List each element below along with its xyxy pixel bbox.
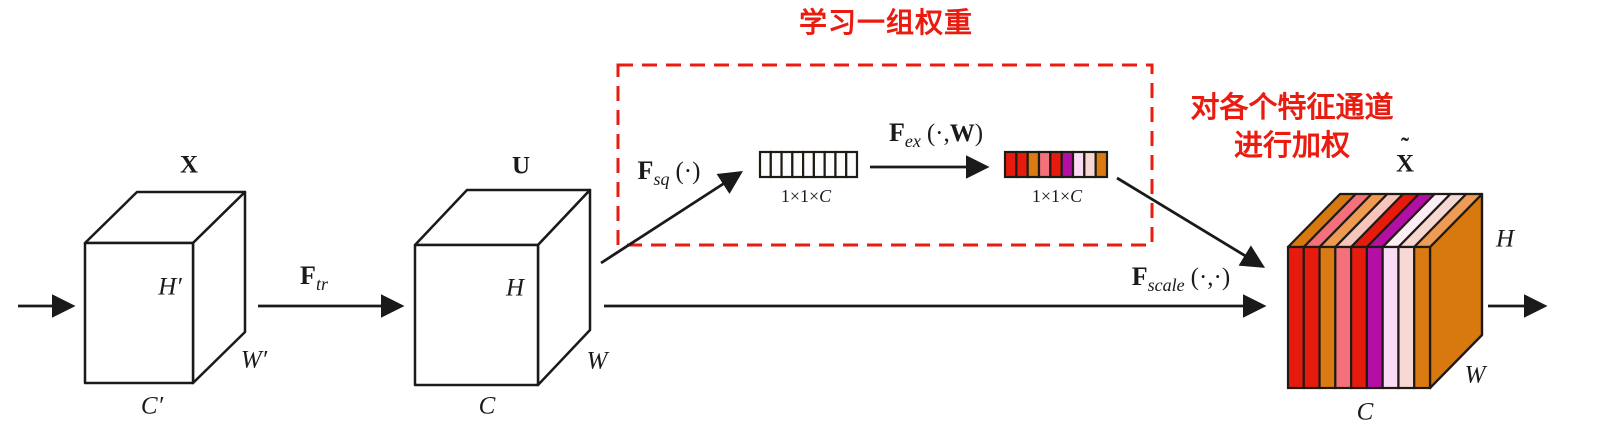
input-width-label: W′ bbox=[240, 346, 268, 374]
cube-x bbox=[83, 190, 247, 385]
scale-diagonal-arrow bbox=[1116, 176, 1266, 268]
cell bbox=[1071, 150, 1086, 179]
cell bbox=[1334, 245, 1353, 390]
cell bbox=[834, 150, 848, 179]
cell bbox=[1003, 150, 1018, 179]
weight-dims-var: C bbox=[1070, 186, 1083, 206]
squeeze-dims-var: C bbox=[819, 186, 832, 206]
cell bbox=[823, 150, 837, 179]
channel-weighting-line1: 对各个特征通道 bbox=[1190, 92, 1394, 124]
cube-u bbox=[413, 188, 592, 387]
input-tensor-name: X bbox=[179, 151, 199, 179]
cell bbox=[845, 150, 859, 179]
channel-weighting-note: 对各个特征通道 进行加权 bbox=[1190, 89, 1393, 165]
fex-base: F bbox=[888, 118, 905, 147]
output-tensor-name: ˜ X bbox=[1395, 134, 1415, 178]
output-height-label: H bbox=[1495, 225, 1515, 253]
ftr-sub: tr bbox=[315, 274, 328, 295]
squeeze-arrow bbox=[600, 171, 743, 265]
ftr-base: F bbox=[300, 261, 316, 290]
cell bbox=[780, 150, 794, 179]
fex-args-weight: W bbox=[949, 120, 975, 147]
cube-x-front bbox=[83, 241, 195, 385]
cell bbox=[1397, 245, 1416, 390]
weight-vector-dims: 1×1×C bbox=[1032, 187, 1082, 205]
cell bbox=[1365, 245, 1384, 390]
output-tensor-letter: X bbox=[1395, 150, 1415, 178]
output-width-label: W bbox=[1464, 361, 1486, 389]
cell bbox=[1015, 150, 1029, 179]
cell bbox=[1381, 245, 1400, 390]
learn-weights-title: 学习一组权重 bbox=[798, 7, 974, 38]
cell bbox=[1318, 245, 1337, 390]
fex-label: Fex(·,W) bbox=[888, 118, 983, 151]
cell bbox=[758, 150, 772, 179]
cube-xtilde-front bbox=[1286, 245, 1432, 390]
cell bbox=[769, 150, 783, 179]
cube-xtilde bbox=[1286, 192, 1484, 390]
cell bbox=[791, 150, 805, 179]
fscale-base: F bbox=[1131, 262, 1148, 291]
cell bbox=[1037, 150, 1052, 179]
fex-args: (·,W) bbox=[927, 120, 983, 147]
fsq-sub: sq bbox=[653, 169, 670, 190]
weight-dims-prefix: 1×1× bbox=[1031, 186, 1071, 206]
ftr-label: Ftr bbox=[300, 261, 328, 294]
cube-u-front bbox=[413, 243, 540, 387]
input-height-label: H′ bbox=[158, 273, 182, 301]
cell bbox=[812, 150, 826, 179]
learn-weights-dashed-box bbox=[616, 63, 1154, 247]
output-channels-label: C bbox=[1356, 398, 1374, 426]
fscale-label: Fscale(·,·) bbox=[1131, 262, 1231, 295]
cell bbox=[1350, 245, 1368, 390]
fsq-label: Fsq(·) bbox=[637, 156, 701, 189]
feature-height-label: H bbox=[505, 274, 525, 302]
squeeze-vector bbox=[758, 150, 859, 179]
weight-vector bbox=[1003, 150, 1109, 179]
feature-tensor-name: U bbox=[511, 152, 531, 180]
cell bbox=[1026, 150, 1041, 179]
cell bbox=[1083, 150, 1097, 179]
fex-sub: ex bbox=[904, 131, 921, 152]
output-tensor-tilde: ˜ bbox=[1401, 134, 1409, 161]
cell bbox=[1094, 150, 1109, 179]
fscale-sub: scale bbox=[1147, 275, 1185, 296]
cell bbox=[1060, 150, 1075, 179]
cell bbox=[1413, 245, 1432, 390]
fsq-args: (·) bbox=[675, 158, 701, 185]
fex-args-prefix: (·, bbox=[926, 120, 950, 147]
cell bbox=[1049, 150, 1063, 179]
cell bbox=[1286, 245, 1305, 390]
channel-weighting-line2: 进行加权 bbox=[1233, 130, 1351, 162]
squeeze-vector-dims: 1×1×C bbox=[781, 187, 831, 205]
fsq-base: F bbox=[637, 156, 654, 185]
cell bbox=[802, 150, 815, 179]
squeeze-dims-prefix: 1×1× bbox=[780, 186, 820, 206]
fscale-args: (·,·) bbox=[1190, 264, 1231, 291]
fex-args-suffix: ) bbox=[974, 120, 984, 147]
cell bbox=[1302, 245, 1321, 390]
input-channels-label: C′ bbox=[140, 392, 164, 420]
feature-channels-label: C bbox=[478, 392, 496, 420]
feature-width-label: W bbox=[586, 347, 608, 375]
